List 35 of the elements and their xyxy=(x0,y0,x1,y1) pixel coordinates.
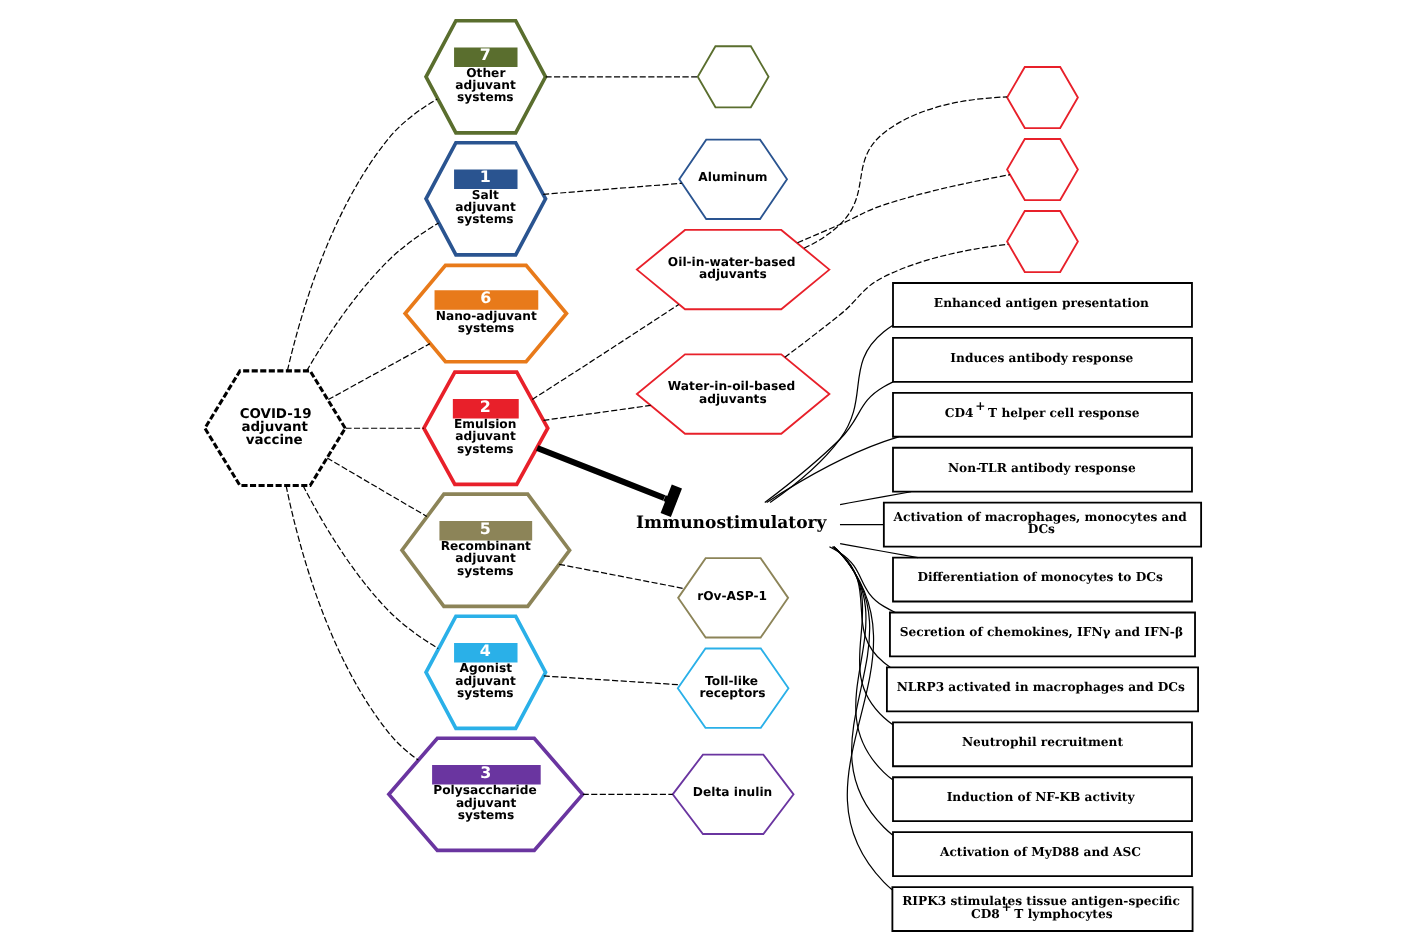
connector xyxy=(832,546,893,781)
connector xyxy=(325,457,427,518)
connector xyxy=(530,303,679,401)
connector xyxy=(795,174,1010,244)
connector xyxy=(541,404,651,421)
connector xyxy=(783,243,1008,358)
connector xyxy=(838,543,918,559)
connector xyxy=(838,524,883,526)
connector xyxy=(765,436,899,504)
connector xyxy=(542,675,680,686)
node-hexagon xyxy=(1005,210,1078,273)
connector xyxy=(832,546,893,836)
connector xyxy=(326,343,430,401)
connector xyxy=(832,546,892,891)
connector xyxy=(768,324,893,504)
connector xyxy=(581,793,673,795)
connector xyxy=(802,96,1007,249)
connector xyxy=(285,98,437,372)
connector xyxy=(838,491,911,506)
connector xyxy=(544,76,698,78)
node-hexagon xyxy=(695,45,769,109)
node-hexagon xyxy=(1005,66,1078,129)
connector xyxy=(535,445,681,517)
connector xyxy=(830,546,890,668)
connector xyxy=(301,485,438,650)
connector xyxy=(305,222,439,372)
connector xyxy=(831,546,893,726)
connector xyxy=(284,485,418,761)
connector xyxy=(827,546,895,614)
connector xyxy=(344,427,424,429)
connector xyxy=(763,381,893,504)
node-text: Immunostimulatory xyxy=(635,513,826,534)
connector xyxy=(557,563,684,590)
node-hexagon xyxy=(1005,138,1078,201)
connector xyxy=(541,182,682,195)
